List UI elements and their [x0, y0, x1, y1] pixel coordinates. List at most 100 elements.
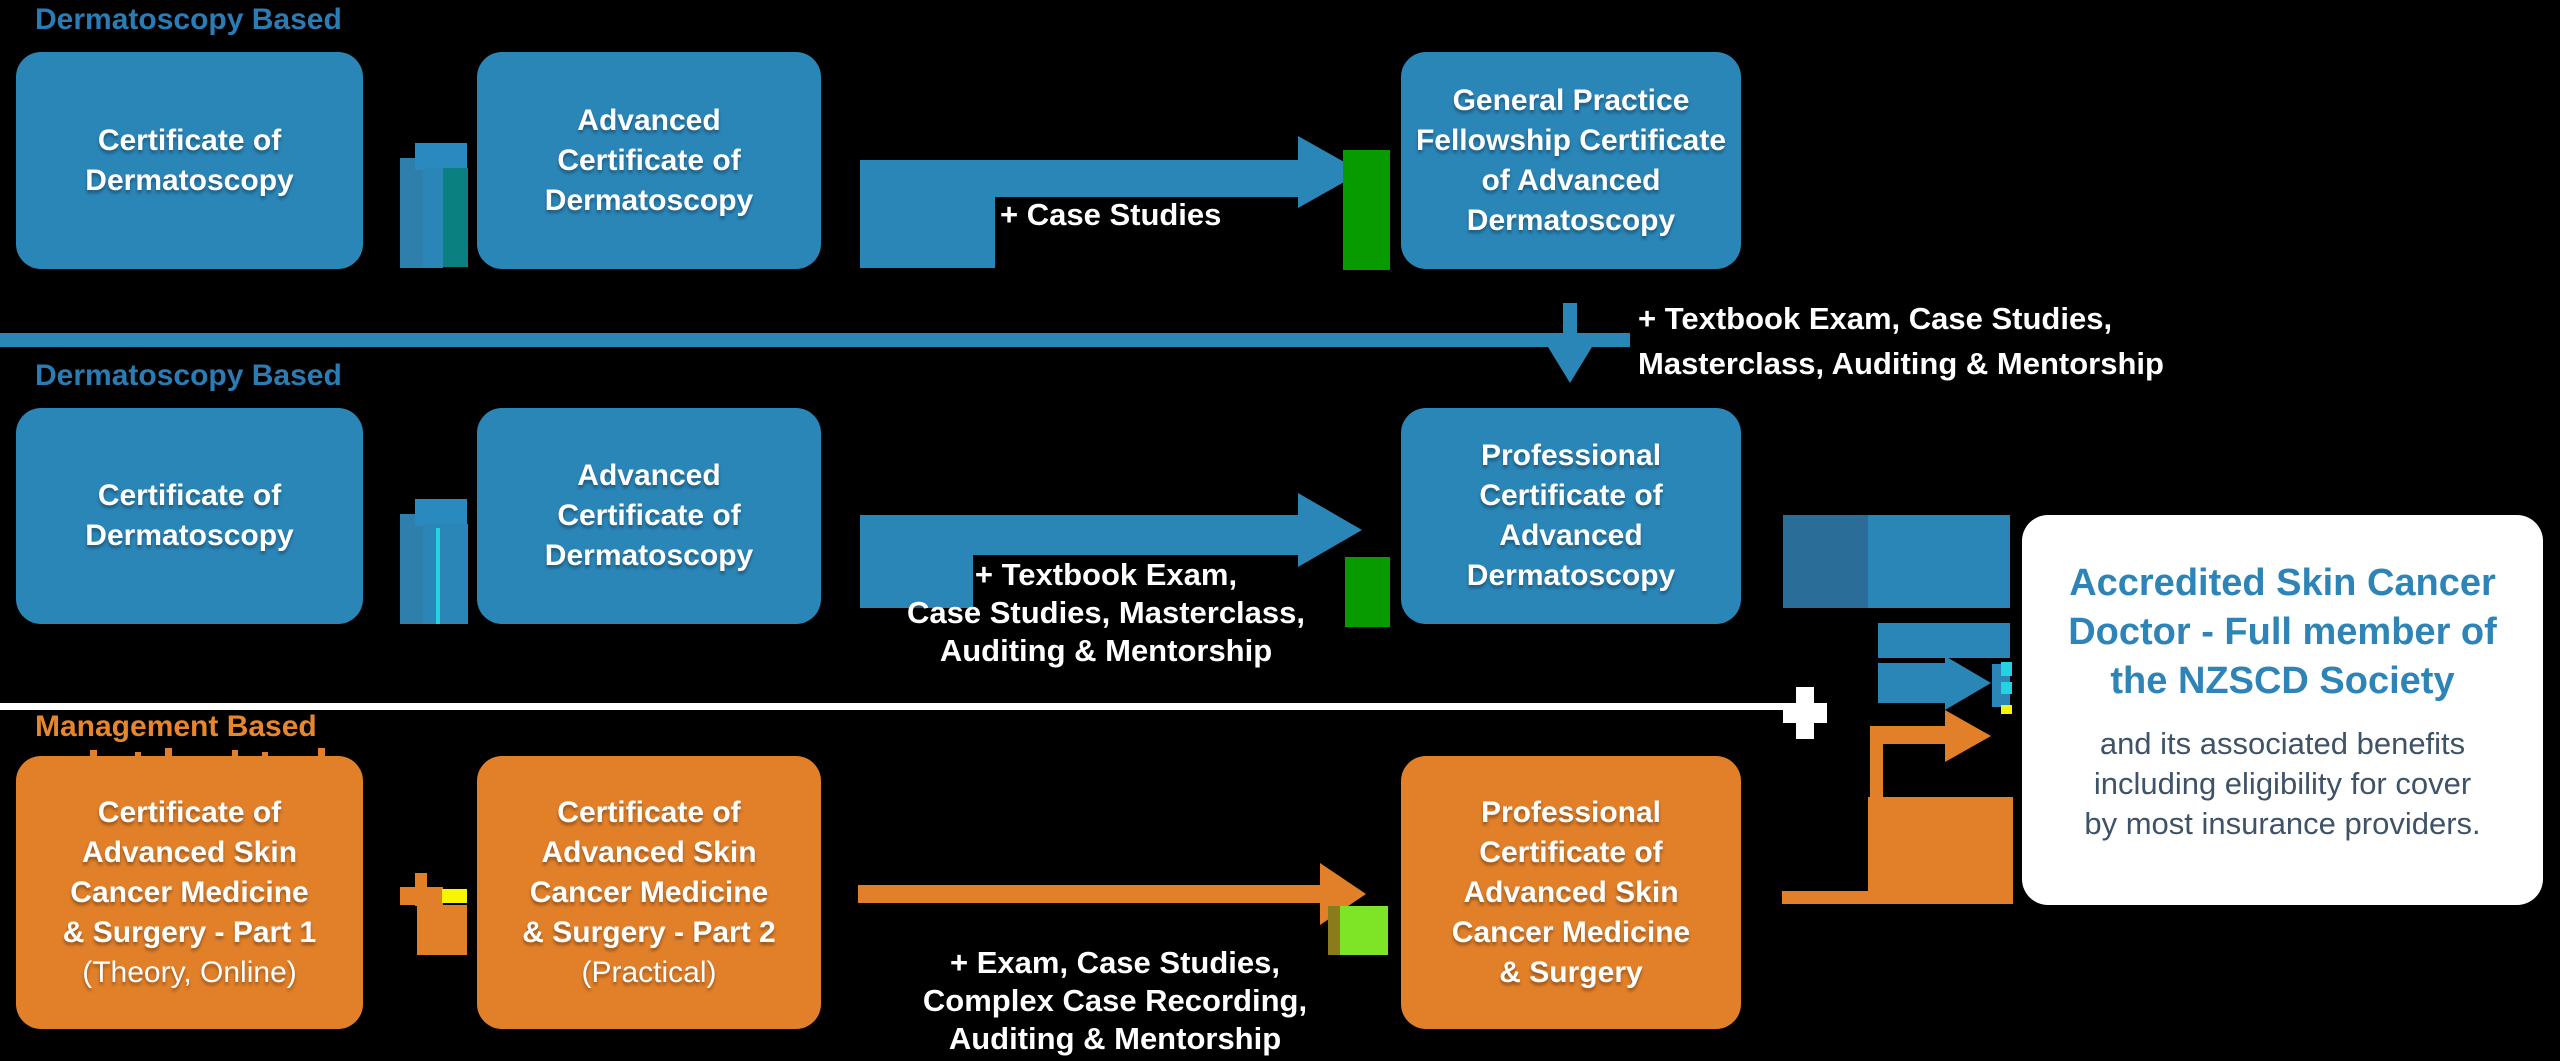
row1-arrow-caption: + Case Studies [1000, 197, 1222, 232]
text-line: Advanced Skin [541, 835, 757, 869]
text-line: Certificate of [557, 143, 741, 177]
text-line: Advanced Skin [1463, 875, 1679, 909]
row2-arrow-caption: + Textbook Exam,Case Studies, Masterclas… [896, 556, 1316, 670]
box-text: Certificate of Dermatoscopy [85, 121, 293, 201]
merge-arrow-orange-icon [1945, 710, 1991, 762]
row1-label: Dermatoscopy Based [35, 3, 342, 36]
transition-caption-line2: Masterclass, Auditing & Mentorship [1638, 346, 2164, 381]
text-line: Complex Case Recording, [922, 983, 1308, 1018]
merge-funnel-bar [1878, 663, 1950, 703]
text-line: Cancer Medicine [1451, 915, 1691, 949]
row2-connector-fragment [423, 524, 468, 624]
down-arrow-icon [1548, 347, 1592, 383]
text-line: Certificate of [1479, 479, 1663, 512]
text-line: Professional [1480, 439, 1662, 472]
merge-orange-block [1868, 797, 2013, 904]
merge-funnel-block [1868, 515, 2010, 608]
text-line: Professional [1480, 795, 1662, 829]
text-line: Dermatoscopy [544, 183, 754, 217]
text-line: Auditing & Mentorship [939, 633, 1273, 668]
row2-box-certificate-of-dermatoscopy: Certificate of Dermatoscopy [16, 408, 363, 624]
result-card-body: and its associated benefits including eli… [2022, 724, 2543, 844]
text-line: + Textbook Exam, [974, 557, 1238, 592]
row1-connector-teal-artifact [443, 168, 468, 267]
text-line: Certificate of [557, 795, 741, 829]
down-arrow-stem [1563, 303, 1577, 349]
row2-label: Dermatoscopy Based [35, 359, 342, 392]
row3-connector-yellow-artifact [442, 889, 467, 903]
row2-connector-fragment [415, 499, 467, 526]
row1-flow-arrow-bar [995, 160, 1310, 197]
yellow-artifact [2001, 705, 2012, 714]
text-line: Certificate of [97, 795, 282, 829]
text-line: + Exam, Case Studies, [950, 945, 1280, 980]
cyan-artifact [2001, 682, 2012, 694]
text-line: Certificate of [97, 123, 282, 157]
text-line: of Advanced [1481, 163, 1661, 197]
text-line: Advanced [577, 103, 721, 137]
merge-funnel-bar [1878, 623, 2010, 658]
text-line: Dermatoscopy [85, 163, 294, 197]
text-line: Cancer Medicine [529, 875, 769, 909]
box-subtext: (Practical) [581, 955, 717, 989]
text-line: & Surgery - Part 2 [522, 915, 776, 949]
text-line: Advanced [1499, 519, 1643, 552]
text-line: Dermatoscopy [544, 539, 754, 572]
plus-icon [1796, 687, 1814, 739]
row2-flow-arrow-bar [973, 515, 1310, 555]
row1-green-artifact [1343, 150, 1390, 270]
merge-arrow-blue-icon [1945, 656, 1991, 710]
merge-funnel-dark-block [1783, 515, 1868, 608]
text-line: Fellowship Certificate [1415, 123, 1727, 157]
row3-arrow-caption: + Exam, Case Studies,Complex Case Record… [905, 944, 1325, 1058]
text-line: Dermatoscopy [85, 519, 294, 552]
text-line: Certificate of [557, 499, 741, 532]
text-line: Certificate of [97, 479, 282, 512]
cyan-artifact [2001, 662, 2012, 676]
row3-lime-artifact [1340, 906, 1388, 955]
text-line: Cancer Medicine [70, 875, 309, 909]
transition-line [0, 333, 1630, 347]
text-line: and its associated benefits [2099, 726, 2466, 761]
text-line: Advanced Skin [81, 835, 298, 869]
transition-caption-line1: + Textbook Exam, Case Studies, [1638, 301, 2113, 336]
row2-flow-arrow [860, 515, 973, 608]
row1-box-certificate-of-dermatoscopy: Certificate of Dermatoscopy [16, 52, 363, 269]
text-line: Auditing & Mentorship [948, 1021, 1282, 1056]
section-divider-line [0, 703, 1783, 710]
text-line: Certificate of [1479, 835, 1663, 869]
text-line: & Surgery - Part 1 [62, 915, 317, 949]
text-line: Accredited Skin Cancer [2069, 562, 2496, 604]
text-line: Advanced [577, 459, 721, 492]
row3-connector-fragment [400, 887, 443, 905]
text-line: the NZSCD Society [2110, 660, 2455, 702]
box-subtext: (Theory, Online) [82, 955, 297, 989]
text-line: including eligibility for cover [2093, 766, 2472, 801]
text-line: Dermatoscopy [1466, 203, 1676, 237]
row1-flow-arrow [860, 160, 995, 268]
row3-olive-artifact [1328, 906, 1340, 955]
text-line: General Practice [1452, 83, 1690, 117]
text-line: Case Studies, Masterclass, [906, 595, 1306, 630]
text-line: by most insurance providers. [2084, 806, 2481, 841]
text-line: Doctor - Full member of [2068, 611, 2497, 653]
row2-green-artifact [1345, 557, 1390, 627]
text-line: Dermatoscopy [1466, 559, 1676, 592]
row1-connector-fragment [415, 143, 467, 170]
row3-label: Management Based [35, 710, 317, 743]
